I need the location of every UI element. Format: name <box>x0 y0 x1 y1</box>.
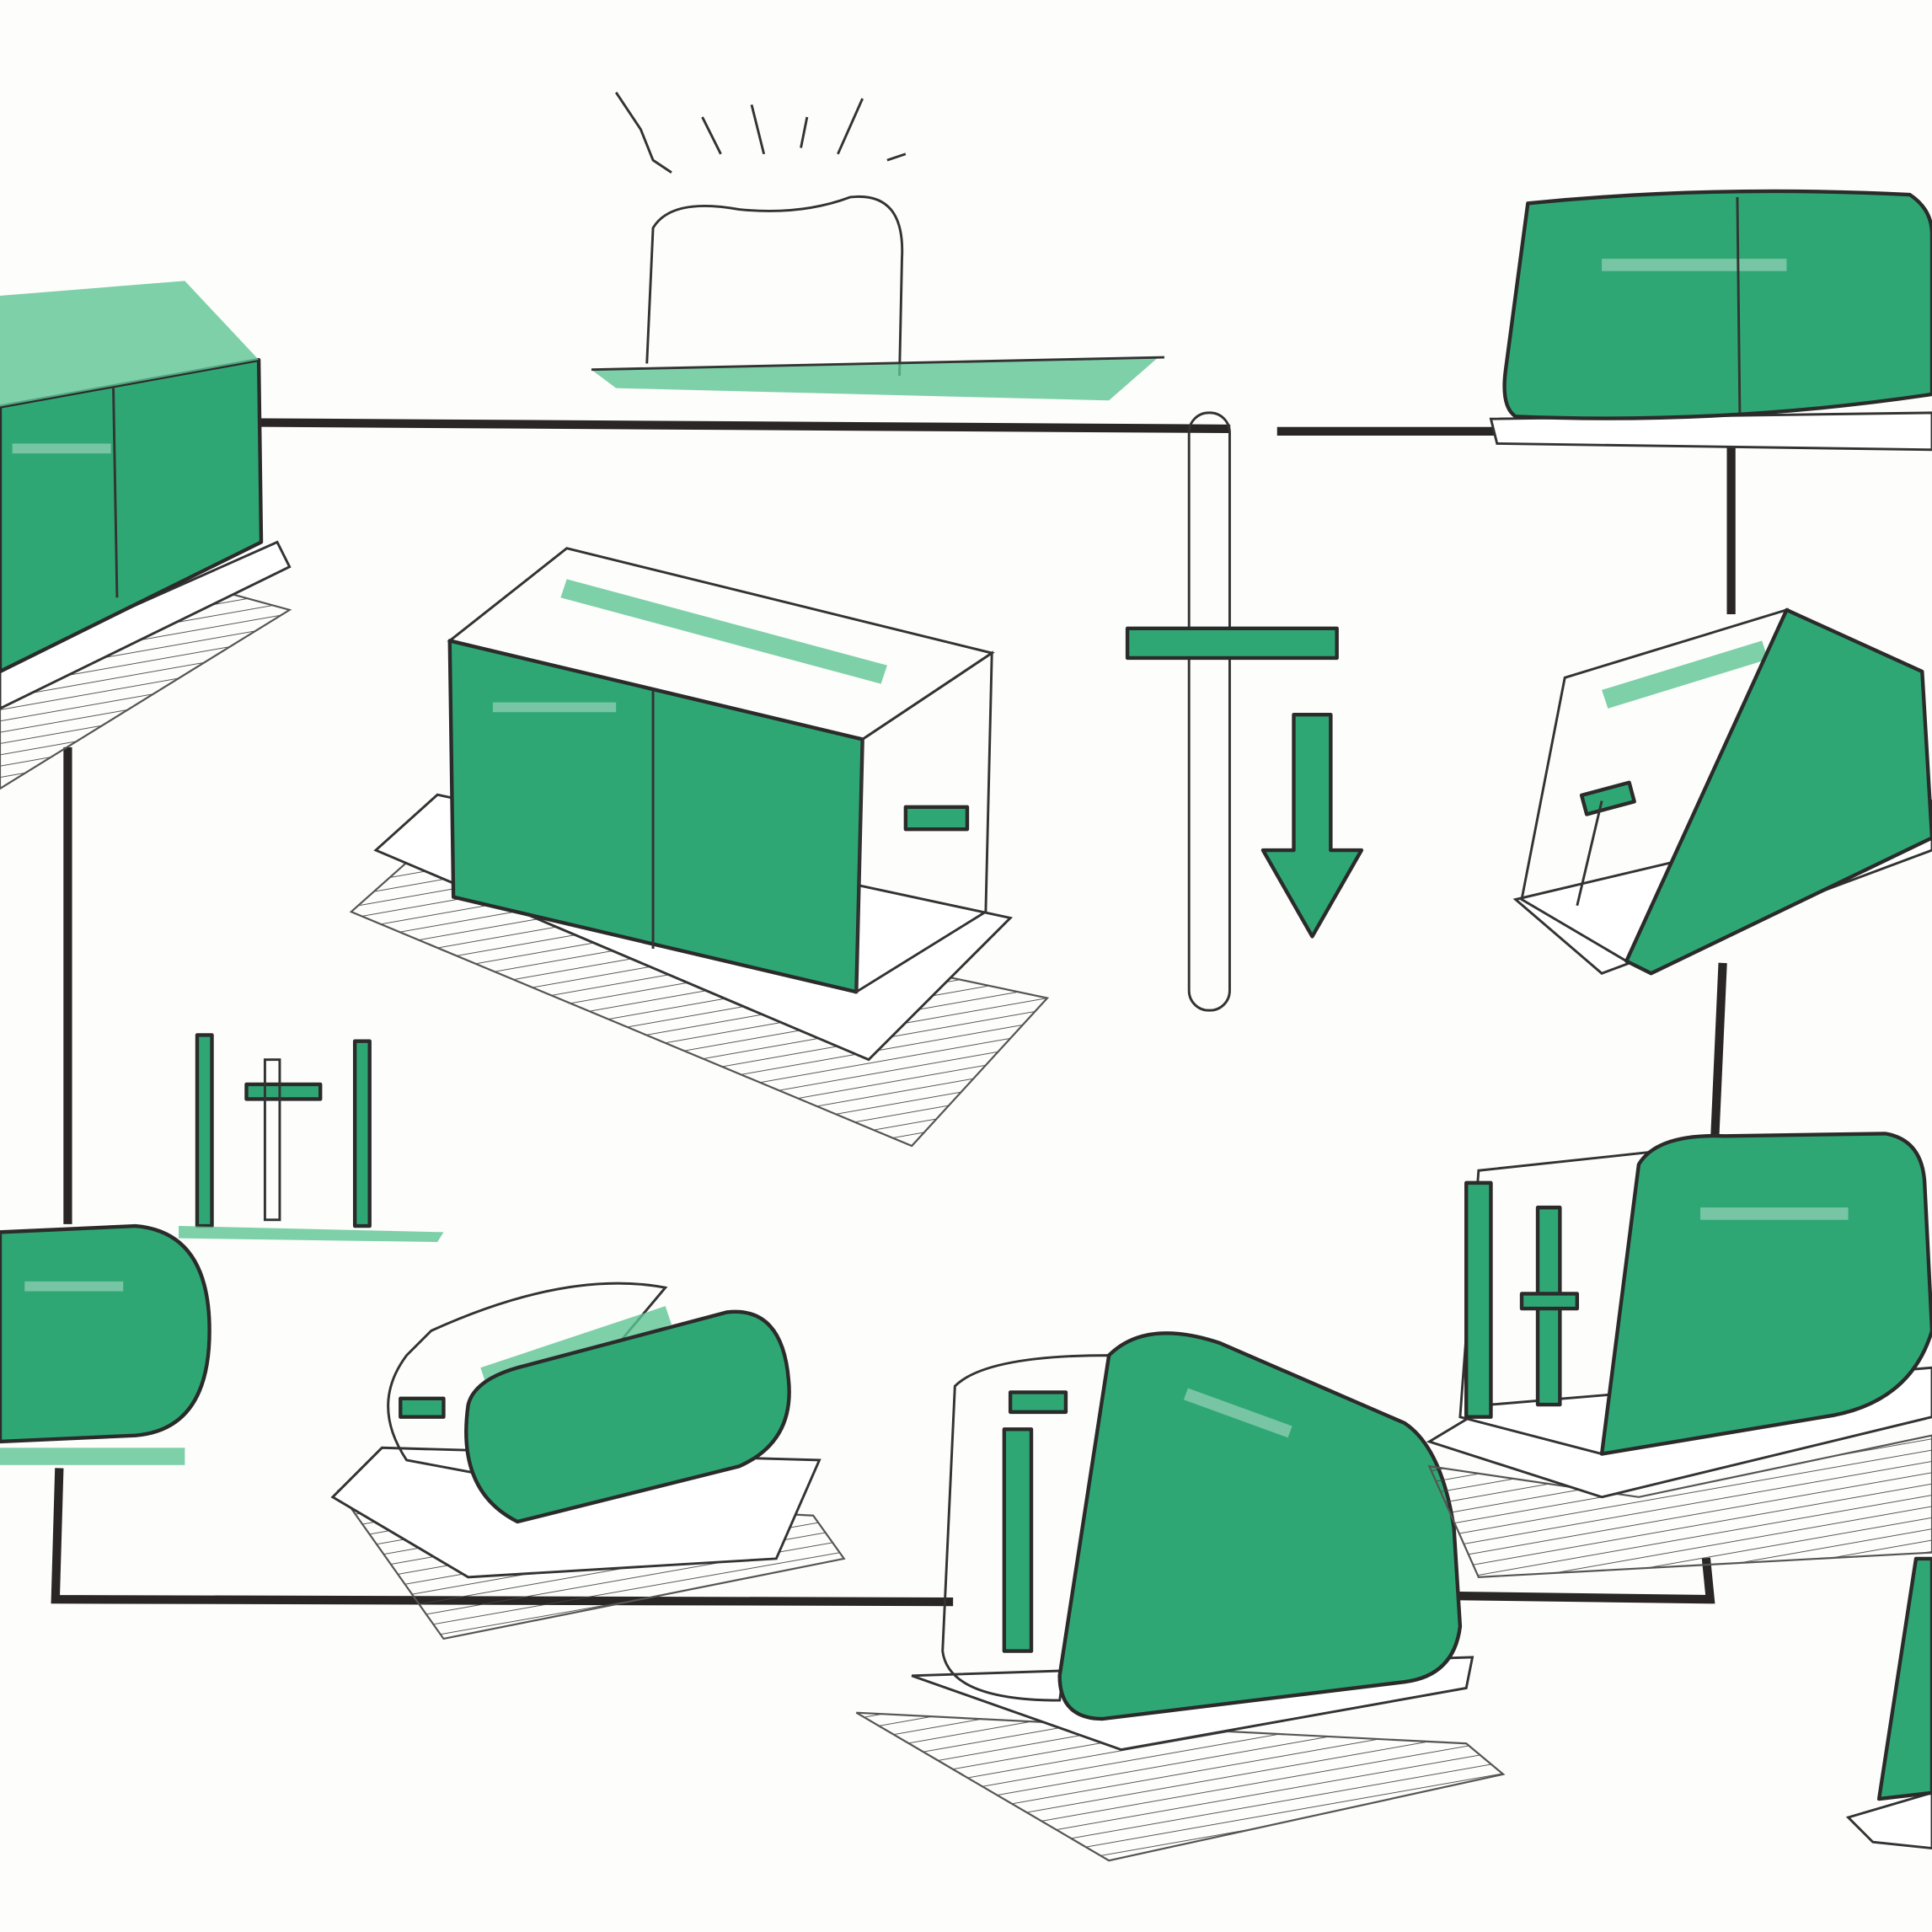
toaster-sketch-center <box>349 547 1050 1148</box>
toaster-sketch-top-right <box>1489 189 1932 452</box>
lever-diagram <box>1125 411 1364 1012</box>
toaster-sketch-bottom-center <box>855 1331 1506 1862</box>
toaster-sketch-top-left <box>0 281 292 790</box>
toaster-sketch-right-bottom <box>1426 1132 1932 1578</box>
toaster-sketch-bottom-left <box>0 1223 211 1465</box>
connector-lines <box>51 418 1927 1607</box>
toaster-sketch-capsule <box>330 1282 846 1640</box>
toaster-sketch-far-right <box>1845 1556 1932 1850</box>
toaster-sketch-right-middle <box>1512 607 1932 976</box>
toast-sketch-top-center <box>591 91 1164 401</box>
toaster-side-view-small <box>179 1033 444 1243</box>
